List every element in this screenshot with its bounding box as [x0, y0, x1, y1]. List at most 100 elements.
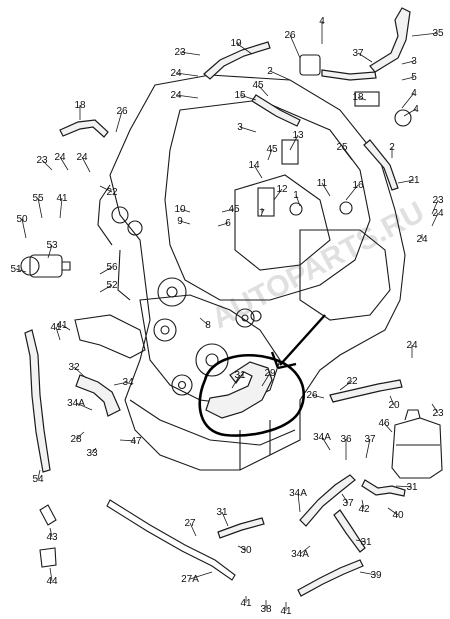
leader-line — [49, 567, 53, 582]
hoses — [24, 7, 411, 597]
leader-line — [99, 185, 113, 193]
leader-line — [55, 326, 61, 341]
part-number-callout: 35 — [432, 28, 444, 39]
leader-line — [295, 194, 301, 207]
part-number-callout: 23 — [36, 155, 48, 166]
part-number-callout: 31 — [360, 537, 372, 548]
part-number-callout: 46 — [378, 418, 390, 429]
leader-line — [339, 380, 353, 391]
leader-line — [431, 199, 439, 215]
part-number-callout: 41 — [56, 193, 68, 204]
leader-line — [47, 244, 53, 259]
part-number-callout: 28 — [70, 434, 82, 445]
leader-line — [403, 108, 417, 117]
part-number-callout: 55 — [32, 193, 44, 204]
leader-line — [217, 222, 229, 227]
leader-line — [395, 485, 413, 488]
part-number-callout: 34A — [67, 398, 85, 409]
leader-line — [37, 469, 41, 480]
leader-line — [99, 284, 113, 293]
leader-line — [389, 395, 395, 406]
leader-line — [49, 527, 53, 538]
part-number-callout: 37 — [364, 434, 376, 445]
expansion-tank — [391, 409, 443, 479]
leader-line — [15, 268, 27, 273]
leader-line — [179, 51, 201, 56]
part-number-callout: 41 — [240, 598, 252, 609]
part-number-callout: 3 — [411, 56, 417, 67]
part-number-callout: 41 — [280, 606, 292, 617]
leader-line — [75, 431, 85, 440]
part-number-callout: 4 — [413, 104, 419, 115]
part-number-callout: 2 — [267, 66, 273, 77]
leader-line — [289, 134, 299, 151]
leader-line — [269, 70, 291, 81]
part-number-callout: 7 — [259, 208, 265, 219]
part-number-callout: 4 — [319, 16, 325, 27]
part-number-callout: 53 — [46, 240, 58, 251]
leader-line — [239, 94, 257, 101]
part-number-callout: 23 — [432, 408, 444, 419]
leader-line — [297, 492, 301, 513]
part-number-callout: 27A — [181, 574, 199, 585]
leader-line — [345, 184, 359, 201]
leader-line — [179, 208, 191, 213]
part-number-callout: 33 — [86, 448, 98, 459]
leader-line — [175, 72, 199, 77]
part-number-callout: 51 — [10, 264, 22, 275]
part-number-callout: 38 — [260, 604, 272, 615]
leader-line — [99, 266, 113, 275]
part-number-callout: 54 — [32, 474, 44, 485]
part-number-callout: 8 — [205, 320, 211, 331]
part-number-callout: 25 — [336, 142, 348, 153]
leader-line — [21, 218, 27, 239]
part-number-callout: 45 — [266, 144, 278, 155]
leader-line — [289, 34, 301, 59]
leader-line — [199, 317, 209, 326]
leader-line — [179, 220, 191, 225]
leader-line — [387, 507, 399, 516]
part-number-callout: 18 — [74, 100, 86, 111]
part-number-callout: 20 — [388, 400, 400, 411]
auxiliary-coolant-pump — [20, 254, 71, 278]
highlight-annotation — [198, 314, 326, 437]
leader-line — [239, 126, 257, 133]
leader-line — [355, 539, 367, 543]
part-number-callout: 2 — [389, 142, 395, 153]
leader-line — [37, 197, 43, 219]
part-number-callout: 15 — [234, 90, 246, 101]
leader-line — [357, 52, 373, 63]
leader-line — [401, 76, 415, 81]
leader-line — [41, 159, 53, 171]
part-number-callout: 12 — [276, 184, 288, 195]
leader-line — [221, 511, 229, 527]
part-number-callout: 24 — [406, 340, 418, 351]
part-number-callout: 34 — [122, 377, 134, 388]
part-number-callout: 27 — [184, 518, 196, 529]
leader-line — [253, 164, 263, 179]
part-number-callout: 56 — [106, 262, 118, 273]
leader-line — [431, 212, 439, 227]
part-number-callout: 32 — [68, 362, 80, 373]
part-number-callout: 36 — [340, 434, 352, 445]
leader-line — [321, 436, 331, 451]
leader-line — [357, 96, 367, 101]
leader-line — [299, 545, 311, 555]
leader-line — [115, 110, 123, 133]
part-number-callout: 23 — [174, 47, 186, 58]
leader-line — [401, 60, 415, 65]
part-number-callout: 9 — [177, 216, 183, 227]
leader-line — [59, 156, 69, 171]
part-number-callout: 29 — [264, 368, 276, 379]
leader-line — [81, 156, 91, 173]
part-number-callout: 26 — [116, 106, 128, 117]
part-number-callout: 41 — [50, 322, 62, 333]
leader-line — [341, 146, 353, 161]
part-number-callout: 26 — [284, 30, 296, 41]
leader-line — [431, 403, 439, 414]
part-number-callout: 31 — [234, 370, 246, 381]
leader-line — [119, 439, 137, 442]
leader-line — [267, 148, 273, 161]
part-number-callout: 24 — [416, 234, 428, 245]
leader-line — [365, 438, 371, 459]
